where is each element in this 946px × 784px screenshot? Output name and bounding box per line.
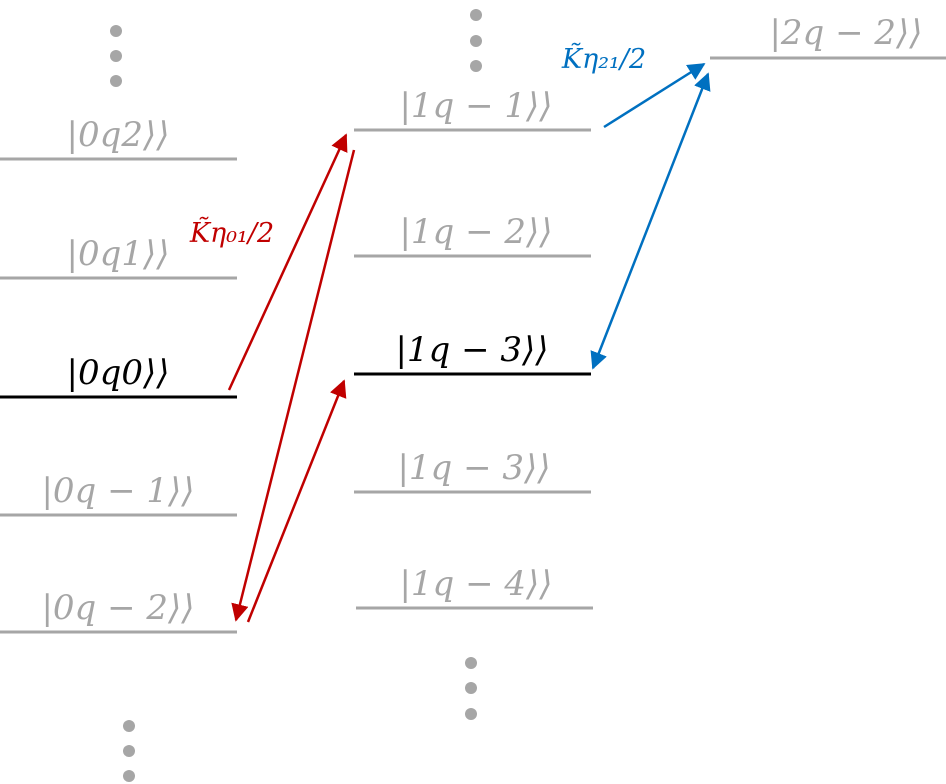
blue-coupling-arrows <box>590 62 711 370</box>
blue-arrow-bidirectional <box>590 72 711 370</box>
level-label: |0q − 1⟩⟩ <box>41 471 194 511</box>
red-arrow-down-to-0q-2 <box>231 149 356 622</box>
level-label: |1q − 2⟩⟩ <box>399 212 552 252</box>
level-col0-1: |0q1⟩⟩ <box>0 234 237 280</box>
red-arrow-up-to-1q-3 <box>246 379 347 623</box>
level-label: |1q − 3⟩⟩ <box>397 448 550 488</box>
red-coupling-label: K̃η₀₁/2 <box>189 216 274 249</box>
red-coupling-arrows <box>227 133 356 623</box>
level-col1-0: |1q − 1⟩⟩ <box>354 86 591 132</box>
ellipsis-dots-col0-bottom <box>123 720 135 782</box>
level-label: |0q1⟩⟩ <box>66 234 169 274</box>
level-col1-4: |1q − 4⟩⟩ <box>356 564 593 610</box>
level-label: |0q − 2⟩⟩ <box>41 588 194 628</box>
level-label: |0q0⟩⟩ <box>66 353 169 393</box>
level-label: |1q − 4⟩⟩ <box>399 564 552 604</box>
ellipsis-dots-col0-top <box>110 25 122 87</box>
level-col2-0: |2q − 2⟩⟩ <box>710 13 946 60</box>
level-col0-4: |0q − 2⟩⟩ <box>0 588 237 634</box>
level-col0-3: |0q − 1⟩⟩ <box>0 471 237 517</box>
level-col1-2-active: |1q − 3⟩⟩ <box>354 330 591 376</box>
ellipsis-dots-col1-top <box>470 9 482 72</box>
level-col1-1: |1q − 2⟩⟩ <box>354 212 591 258</box>
level-col0-2-active: |0q0⟩⟩ <box>0 353 237 399</box>
level-col1-3: |1q − 3⟩⟩ <box>354 448 591 494</box>
level-label: |1q − 1⟩⟩ <box>399 86 552 126</box>
ellipsis-dots-col1-bottom <box>465 657 477 720</box>
level-col0-0: |0q2⟩⟩ <box>0 115 237 161</box>
red-arrow-up-to-1q-1 <box>227 133 348 391</box>
level-label: |1q − 3⟩⟩ <box>395 330 548 370</box>
level-label: |0q2⟩⟩ <box>66 115 169 155</box>
level-label: |2q − 2⟩⟩ <box>769 13 922 53</box>
blue-coupling-label: K̃η₂₁/2 <box>561 42 646 75</box>
